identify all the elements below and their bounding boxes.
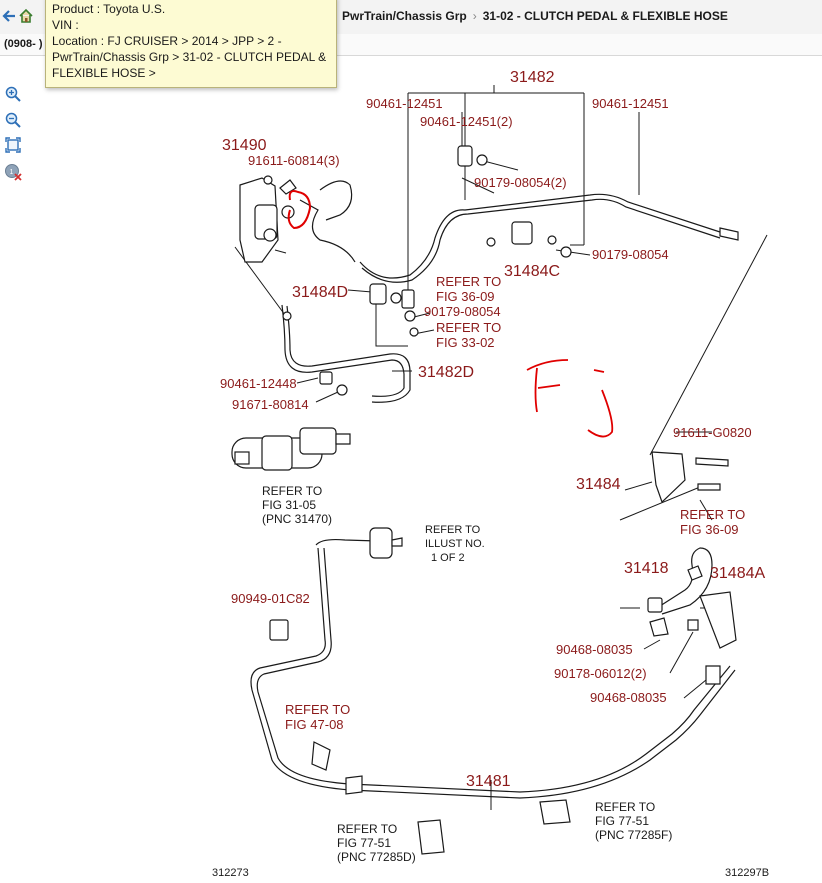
clutch-pipes: [250, 180, 736, 799]
reference-notes: REFER TO FIG 36-09 REFER TO FIG 33-02 RE…: [262, 274, 745, 864]
chevron-right-icon: ›: [472, 9, 477, 23]
label-90179-08054-mid[interactable]: 90179-08054: [424, 304, 501, 319]
label-31482D[interactable]: 31482D: [418, 364, 474, 381]
label-31484[interactable]: 31484: [576, 476, 621, 493]
breadcrumb-item-figure[interactable]: 31-02 - CLUTCH PEDAL & FLEXIBLE HOSE: [482, 9, 728, 23]
ref-fig77-51-f-line1[interactable]: REFER TO: [595, 800, 655, 814]
label-31484D[interactable]: 31484D: [292, 284, 348, 301]
location-tooltip: Product : Toyota U.S. VIN : Location : F…: [45, 0, 337, 88]
master-cylinder-31490[interactable]: [239, 175, 297, 263]
illustration-code-right: 312297B: [725, 867, 769, 879]
ref-fig77-51-d-line3[interactable]: (PNC 77285D): [337, 850, 416, 864]
label-31484C[interactable]: 31484C: [504, 263, 560, 280]
label-90461-12448[interactable]: 90461-12448: [220, 376, 297, 391]
label-90468-08035-upper[interactable]: 90468-08035: [556, 642, 633, 657]
label-90461-12451-right[interactable]: 90461-12451: [592, 96, 669, 111]
clamps-and-bolts[interactable]: [269, 145, 739, 855]
ref-fig31-05-line3[interactable]: (PNC 31470): [262, 512, 332, 526]
home-icon[interactable]: [17, 6, 35, 26]
illustration-code-left: 312273: [212, 867, 249, 879]
ref-fig36-09-b-line2[interactable]: FIG 36-09: [680, 522, 739, 537]
ref-illust-line1[interactable]: REFER TO: [425, 524, 481, 536]
svg-text:1: 1: [10, 169, 14, 176]
ref-fig31-05-line1[interactable]: REFER TO: [262, 484, 322, 498]
part-labels: 31482 90461-12451 90461-12451(2) 90461-1…: [220, 69, 765, 790]
ref-fig36-09-b-line1[interactable]: REFER TO: [680, 507, 745, 522]
handwriting-j-mark: [587, 369, 614, 438]
label-90179-08054-right[interactable]: 90179-08054: [592, 247, 669, 262]
handwriting-F-mark: [526, 359, 569, 413]
breadcrumb-item-group[interactable]: PwrTrain/Chassis Grp: [342, 9, 467, 23]
label-90461-12451-left[interactable]: 90461-12451: [366, 96, 443, 111]
ref-fig77-51-f-line3[interactable]: (PNC 77285F): [595, 828, 672, 842]
ref-fig47-08-line1[interactable]: REFER TO: [285, 702, 350, 717]
red-circle-annotation: [287, 190, 312, 230]
ref-fig77-51-f-line2[interactable]: FIG 77-51: [595, 814, 649, 828]
model-code-text: (0908- ): [4, 38, 43, 50]
label-31482[interactable]: 31482: [510, 69, 555, 86]
ref-fig36-09-a-line1[interactable]: REFER TO: [436, 274, 501, 289]
label-90179-08054-2[interactable]: 90179-08054(2): [474, 175, 567, 190]
label-91671-80814[interactable]: 91671-80814: [232, 397, 309, 412]
fit-to-screen-icon[interactable]: [3, 135, 23, 155]
label-31481[interactable]: 31481: [466, 773, 511, 790]
label-90949-01C82[interactable]: 90949-01C82: [231, 591, 310, 606]
ref-fig77-51-d-line1[interactable]: REFER TO: [337, 822, 397, 836]
label-90178-06012-2[interactable]: 90178-06012(2): [554, 666, 647, 681]
tooltip-product: Product : Toyota U.S.: [52, 2, 166, 16]
zoom-in-icon[interactable]: [3, 84, 23, 104]
slave-cylinder[interactable]: [231, 427, 351, 471]
label-31490[interactable]: 31490: [222, 137, 267, 154]
ref-fig33-02-line2[interactable]: FIG 33-02: [436, 335, 495, 350]
leader-lines: [234, 85, 768, 810]
ref-fig33-02-line1[interactable]: REFER TO: [436, 320, 501, 335]
label-90461-12451-2[interactable]: 90461-12451(2): [420, 114, 513, 129]
label-90468-08035-lower[interactable]: 90468-08035: [590, 690, 667, 705]
back-arrow-icon[interactable]: [0, 6, 18, 26]
ref-fig47-08-line2[interactable]: FIG 47-08: [285, 717, 344, 732]
zoom-out-icon[interactable]: [3, 110, 23, 130]
tooltip-location: Location : FJ CRUISER > 2014 > JPP > 2 -…: [52, 34, 327, 80]
ref-fig77-51-d-line2[interactable]: FIG 77-51: [337, 836, 391, 850]
label-91611-60814-3[interactable]: 91611-60814(3): [248, 153, 340, 168]
ref-fig36-09-a-line2[interactable]: FIG 36-09: [436, 289, 495, 304]
tooltip-vin: VIN :: [52, 18, 79, 32]
ref-illust-line2[interactable]: ILLUST NO.: [425, 538, 485, 550]
remove-marker-icon[interactable]: 1: [3, 162, 23, 182]
breadcrumb: PwrTrain/Chassis Grp › 31-02 - CLUTCH PEDA…: [342, 9, 728, 23]
label-31484A[interactable]: 31484A: [710, 565, 765, 582]
diagram-toolbar: 1: [0, 56, 30, 196]
label-31418[interactable]: 31418: [624, 560, 669, 577]
label-91611-G0820[interactable]: 91611-G0820: [673, 425, 752, 440]
ref-illust-line3[interactable]: 1 OF 2: [431, 552, 465, 564]
ref-fig31-05-line2[interactable]: FIG 31-05: [262, 498, 316, 512]
